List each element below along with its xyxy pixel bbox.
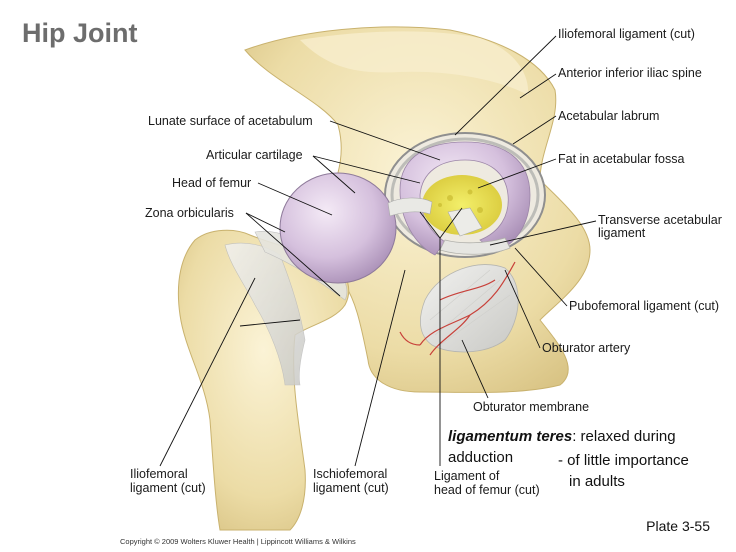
label-anterior-inferior-iliac-spine: Anterior inferior iliac spine <box>558 66 702 80</box>
label-fat-in-acetabular-fossa: Fat in acetabular fossa <box>558 152 685 166</box>
copyright-text: Copyright © 2009 Wolters Kluwer Health |… <box>120 537 356 546</box>
label-lig-head-femur-1: Ligament of <box>434 469 500 483</box>
label-transverse-acetabular-2: ligament <box>598 226 646 240</box>
page-title: Hip Joint <box>22 18 138 48</box>
label-iliofemoral-bottom-1: Iliofemoral <box>130 467 188 481</box>
note-desc-2: adduction <box>448 449 514 466</box>
leader-lines <box>159 35 597 467</box>
plate-number: Plate 3-55 <box>646 518 710 534</box>
note-term: ligamentum teres <box>448 428 573 445</box>
label-articular-cartilage: Articular cartilage <box>206 148 303 162</box>
lunate-surface <box>399 141 531 256</box>
note-desc-4: in adults <box>569 473 625 490</box>
label-pubofemoral-ligament: Pubofemoral ligament (cut) <box>569 299 720 313</box>
note-desc-1: : relaxed during <box>572 428 676 445</box>
label-iliofemoral-ligament-top: Iliofemoral ligament (cut) <box>558 27 695 41</box>
obturator-membrane <box>420 264 519 353</box>
label-obturator-membrane: Obturator membrane <box>473 400 590 414</box>
note-desc-3: - of little importance <box>558 452 689 469</box>
label-transverse-acetabular-1: Transverse acetabular <box>598 213 722 227</box>
note-line-1: ligamentum teres: relaxed during <box>448 428 676 446</box>
label-iliofemoral-bottom-2: ligament (cut) <box>130 481 206 495</box>
label-zona-orbicularis: Zona orbicularis <box>145 206 234 220</box>
acetabular-fat <box>422 175 502 235</box>
label-obturator-artery: Obturator artery <box>542 341 631 355</box>
femoral-head <box>279 172 397 284</box>
transverse-acetabular-ligament <box>439 237 511 255</box>
label-ischiofemoral-2: ligament (cut) <box>313 481 389 495</box>
label-lunate-surface: Lunate surface of acetabulum <box>148 114 313 128</box>
label-head-of-femur: Head of femur <box>172 176 252 190</box>
label-lig-head-femur-2: head of femur (cut) <box>434 483 540 497</box>
label-ischiofemoral-1: Ischiofemoral <box>313 467 388 481</box>
label-acetabular-labrum: Acetabular labrum <box>558 109 660 123</box>
